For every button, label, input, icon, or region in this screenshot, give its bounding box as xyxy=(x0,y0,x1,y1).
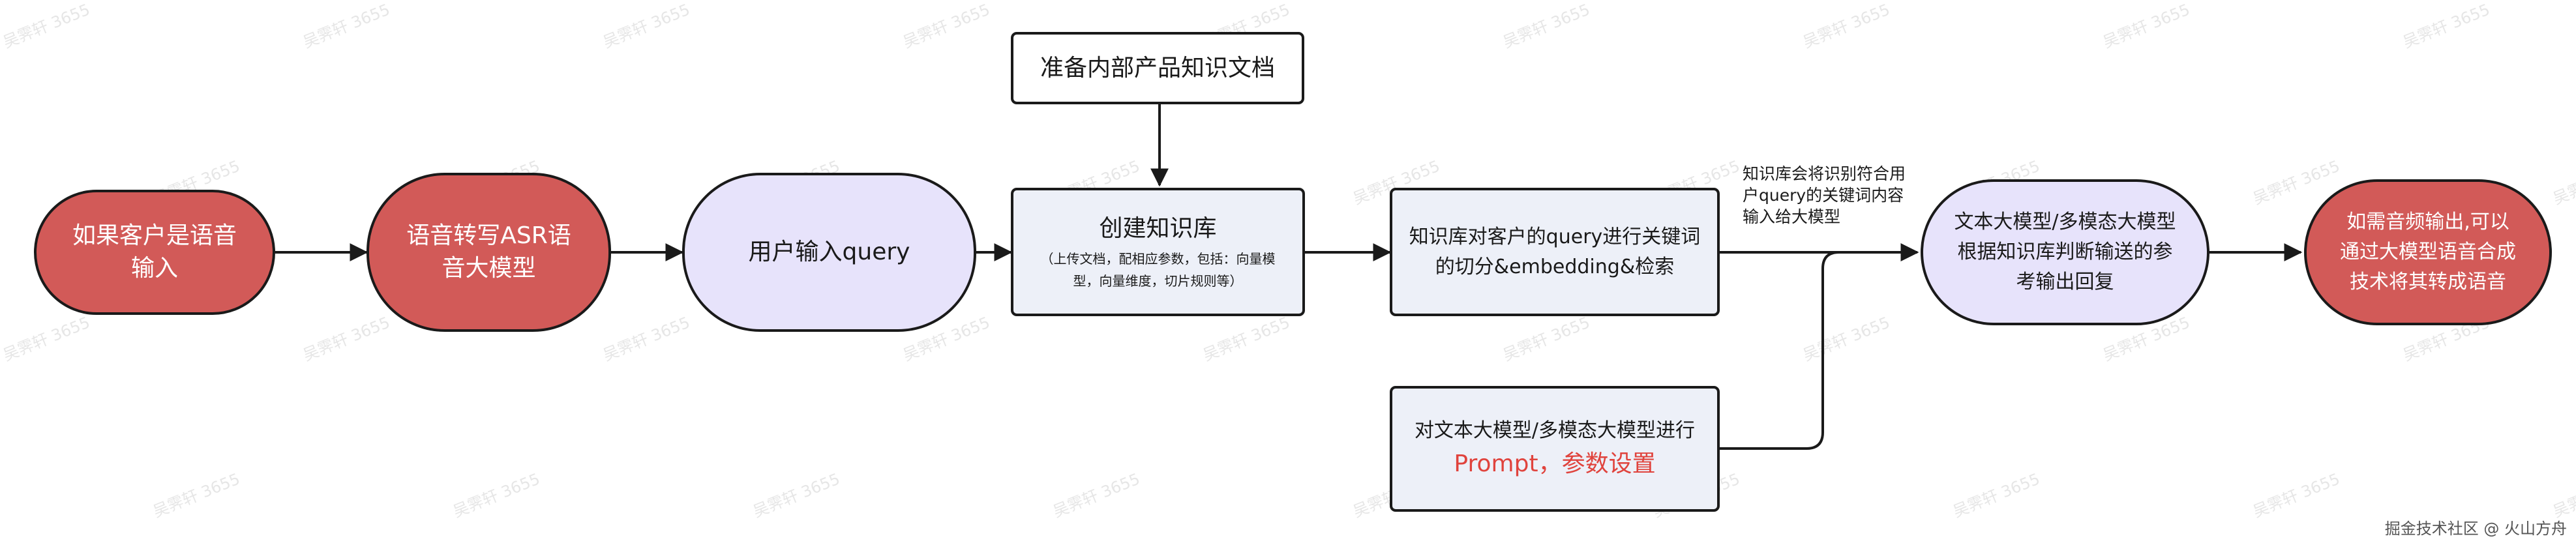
node-asr-model-label: 语音转写ASR语音大模型 xyxy=(406,222,571,282)
node-kb-process-label: 知识库对客户的query进行关键词的切分&embedding&检索 xyxy=(1409,225,1701,278)
node-user-query: 用户输入query xyxy=(682,173,976,332)
node-tts-output: 如需音频输出,可以通过大模型语音合成技术将其转成语音 xyxy=(2304,179,2552,325)
node-llm-reply: 文本大模型/多模态大模型根据知识库判断输送的参考输出回复 xyxy=(1921,179,2209,325)
node-prompt-settings: 对文本大模型/多模态大模型进行 Prompt，参数设置 xyxy=(1390,386,1720,512)
node-create-kb-title: 创建知识库 xyxy=(1099,214,1217,242)
node-prepare-docs: 准备内部产品知识文档 xyxy=(1011,32,1304,104)
footer-attribution: 掘金技术社区 @ 火山方舟 xyxy=(2384,520,2567,538)
node-create-kb: 创建知识库 （上传文档，配相应参数，包括：向量模型，向量维度，切片规则等） xyxy=(1011,188,1305,316)
node-kb-process: 知识库对客户的query进行关键词的切分&embedding&检索 xyxy=(1390,188,1720,316)
node-llm-reply-label: 文本大模型/多模态大模型根据知识库判断输送的参考输出回复 xyxy=(1954,211,2176,293)
arrow-prompt-to-llm xyxy=(1720,243,1919,450)
edge-label-kb-to-llm: 知识库会将识别符合用户query的关键词内容输入给大模型 xyxy=(1743,164,1906,226)
node-voice-input: 如果客户是语音输入 xyxy=(34,190,275,315)
node-tts-output-label: 如需音频输出,可以通过大模型语音合成技术将其转成语音 xyxy=(2340,211,2516,293)
node-prompt-line1: 对文本大模型/多模态大模型进行 xyxy=(1414,419,1696,442)
node-prompt-line2: Prompt，参数设置 xyxy=(1454,450,1656,477)
node-asr-model: 语音转写ASR语音大模型 xyxy=(367,173,611,332)
node-create-kb-detail: （上传文档，配相应参数，包括：向量模型，向量维度，切片规则等） xyxy=(1040,250,1276,289)
node-prepare-docs-label: 准备内部产品知识文档 xyxy=(1040,54,1275,81)
node-voice-input-label: 如果客户是语音输入 xyxy=(72,222,237,282)
node-user-query-label: 用户输入query xyxy=(748,239,910,265)
